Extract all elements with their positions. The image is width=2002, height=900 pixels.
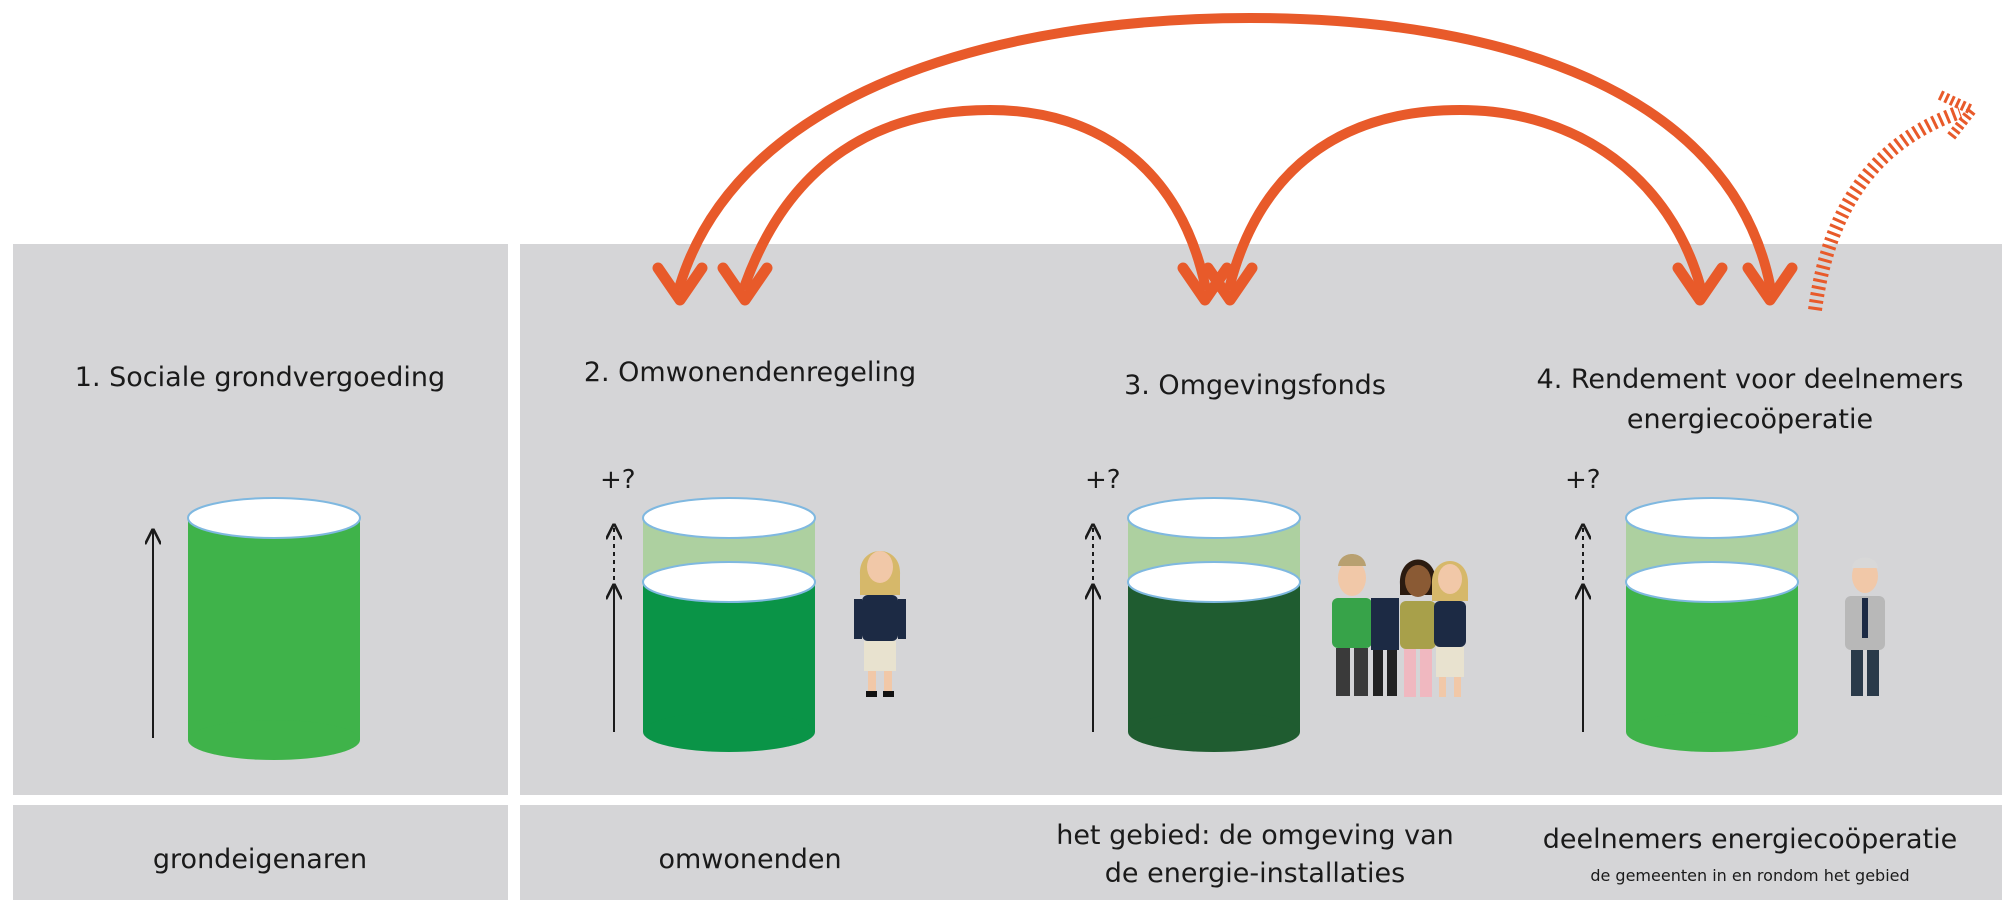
person-icon xyxy=(1371,598,1399,696)
arrowhead-2a xyxy=(652,262,708,306)
section-3-title: 3. Omgevingsfonds xyxy=(1124,370,1386,401)
footer-label-1: grondeigenaren xyxy=(152,844,368,875)
section-4-title-line2: energiecoöperatie xyxy=(1626,404,1874,435)
section-2-title: 2. Omwonendenregeling xyxy=(583,357,917,388)
cylinder-section-4 xyxy=(1625,497,1799,752)
footer-label-3-line1: het gebied: de omgeving van xyxy=(1056,820,1454,851)
arrowhead-2b xyxy=(717,262,773,306)
arrowhead-4b xyxy=(1742,262,1798,306)
plus-label-3: +? xyxy=(1085,465,1121,495)
footer-label-4: deelnemers energiecoöperatie xyxy=(1542,824,1958,855)
arc-inner-right xyxy=(1225,104,1705,290)
curved-arrow-icon xyxy=(675,12,1775,290)
plus-label-4: +? xyxy=(1565,465,1601,495)
plus-label-2: +? xyxy=(600,465,636,495)
cylinder-section-1 xyxy=(187,497,361,760)
arrowhead-4a xyxy=(1672,262,1728,306)
arrowhead-3b xyxy=(1202,262,1258,306)
section-1-title: 1. Sociale grondvergoeding xyxy=(74,362,446,393)
person-icon xyxy=(1332,554,1372,696)
arc-inner-left xyxy=(740,104,1210,290)
person-icon xyxy=(1431,561,1469,697)
footer-panel-1 xyxy=(13,805,508,900)
section-4-title-line1: 4. Rendement voor deelnemers xyxy=(1536,364,1964,395)
footer-label-3-line2: de energie-installaties xyxy=(1104,858,1406,889)
cylinder-section-3 xyxy=(1127,497,1301,752)
footer-sublabel-4: de gemeenten in en rondom het gebied xyxy=(1590,866,1910,885)
arc-outer xyxy=(675,12,1775,290)
dashed-rising-arrow xyxy=(1808,105,1963,311)
footer-label-2: omwonenden xyxy=(658,844,842,875)
person-icon xyxy=(1845,557,1885,696)
person-icon xyxy=(1399,559,1437,697)
person-icon xyxy=(854,551,906,697)
footer-panel-2-4 xyxy=(520,805,2002,900)
cylinder-section-2 xyxy=(642,497,816,752)
